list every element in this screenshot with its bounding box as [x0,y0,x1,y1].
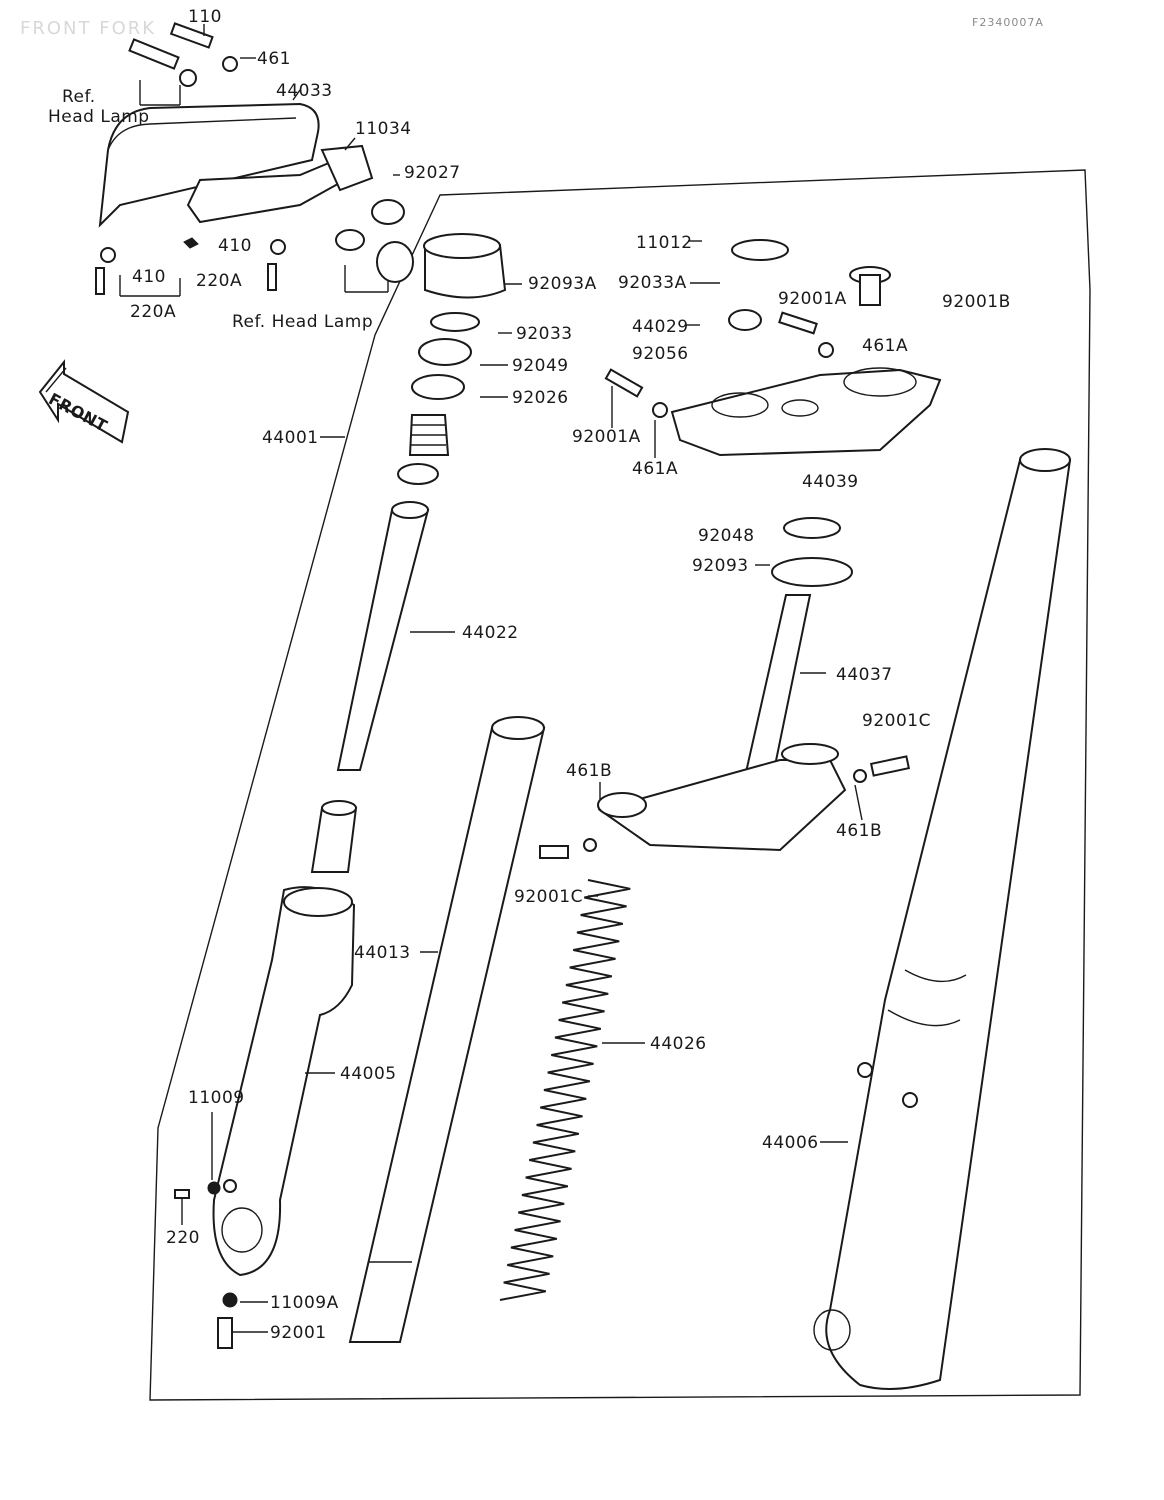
part-label-11009: 11009 [188,1088,245,1108]
part-label-461: 461 [257,49,291,69]
fork-spring [499,879,631,1301]
part-label-461B-right: 461B [836,821,883,841]
fork-leg-right [813,448,1072,1390]
bottom-fasteners [174,1179,238,1349]
ref-head-lamp-bottom: Ref. Head Lamp [232,312,374,332]
part-label-92001: 92001 [270,1323,327,1343]
part-label-220A-right: 220A [196,271,243,291]
damper-rod [310,501,430,873]
part-label-92001C-right: 92001C [862,711,931,731]
part-label-92001A-top: 92001A [778,289,847,309]
part-label-92001A-left: 92001A [572,427,641,447]
headlamp-bracket [95,22,414,297]
part-label-92001B: 92001B [942,292,1011,312]
part-label-110: 110 [188,7,222,27]
part-label-11009A: 11009A [270,1293,339,1313]
diagram-code: F2340007A [972,16,1044,29]
part-label-92033: 92033 [516,324,573,344]
part-label-92049: 92049 [512,356,569,376]
ref-head-lamp-top-line1: Ref. [62,87,96,107]
part-label-92093: 92093 [692,556,749,576]
front-arrow [38,359,130,444]
part-label-220: 220 [166,1228,200,1248]
part-label-11034: 11034 [355,119,412,139]
part-label-44001: 44001 [262,428,319,448]
part-label-44039: 44039 [802,472,859,492]
part-label-461A-top: 461A [862,336,909,356]
part-label-92026: 92026 [512,388,569,408]
part-label-92093A: 92093A [528,274,597,294]
part-label-461A-mid: 461A [632,459,679,479]
part-label-44033: 44033 [276,81,333,101]
part-label-92001C-left: 92001C [514,887,583,907]
part-label-92033A: 92033A [618,273,687,293]
outer-tube-left [212,886,356,1277]
part-label-410-left: 410 [132,267,166,287]
part-label-44029: 44029 [632,317,689,337]
part-label-44022: 44022 [462,623,519,643]
part-label-92048: 92048 [698,526,755,546]
part-label-11012: 11012 [636,233,693,253]
leader-lines [181,24,863,1333]
ref-head-lamp-top-line2: Head Lamp [48,107,150,127]
upper-bracket [604,239,942,457]
part-label-44006: 44006 [762,1133,819,1153]
part-label-461B-left: 461B [566,761,613,781]
inner-tube-left [348,716,546,1343]
part-label-44013: 44013 [354,943,411,963]
fork-cap-stack [397,233,507,485]
part-label-44005: 44005 [340,1064,397,1084]
part-label-220A-left: 220A [130,302,177,322]
steering-stem [539,517,911,859]
part-label-410-right: 410 [218,236,252,256]
part-label-92027: 92027 [404,163,461,183]
part-label-44037: 44037 [836,665,893,685]
part-label-44026: 44026 [650,1034,707,1054]
diagram-title: FRONT FORK [20,18,157,39]
assembly-frame [149,169,1091,1401]
part-label-92056: 92056 [632,344,689,364]
